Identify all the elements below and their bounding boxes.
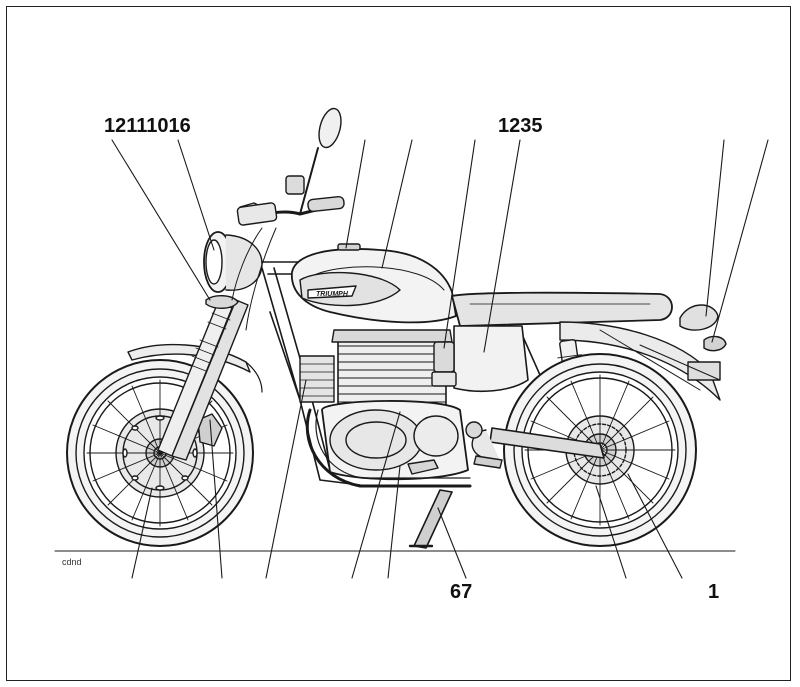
swingarm [489, 427, 605, 459]
mirror [318, 107, 342, 149]
handlebar [231, 107, 345, 331]
exhaust-pipe [305, 408, 472, 488]
rear-mudguard [559, 304, 727, 401]
callout-label-top-left: 12111016 [104, 115, 191, 137]
front-forks [157, 299, 249, 461]
seat [451, 291, 673, 327]
diagram-frame [6, 6, 791, 681]
engine-cylinder [337, 337, 447, 409]
oil-cooler [299, 355, 335, 403]
front-wheel [66, 359, 254, 547]
callout-label-bottom-middle: 67 [450, 581, 473, 603]
front-indicator [205, 295, 239, 309]
tank-badge [307, 285, 357, 299]
callout-label-bottom-right: 1 [708, 581, 720, 603]
clutch-cover [329, 409, 423, 471]
rear-footpeg [473, 455, 503, 469]
gear-lever [407, 459, 439, 475]
rear-indicator [703, 335, 727, 352]
fuel-cap [337, 243, 361, 251]
alternator-cover [413, 415, 459, 457]
front-brake-caliper [197, 413, 223, 447]
headlamp [203, 231, 263, 309]
side-stand [413, 489, 453, 549]
side-panel [453, 325, 529, 393]
engine [299, 329, 503, 488]
figure-code: cdnd [62, 557, 82, 567]
leader-lines [111, 139, 769, 579]
fuel-tank: TRIUMPH [291, 243, 457, 324]
svg-text:TRIUMPH: TRIUMPH [316, 291, 349, 298]
tail-light [679, 304, 719, 331]
callout-label-top-middle: 1235 [498, 115, 543, 137]
instrument [236, 202, 278, 226]
